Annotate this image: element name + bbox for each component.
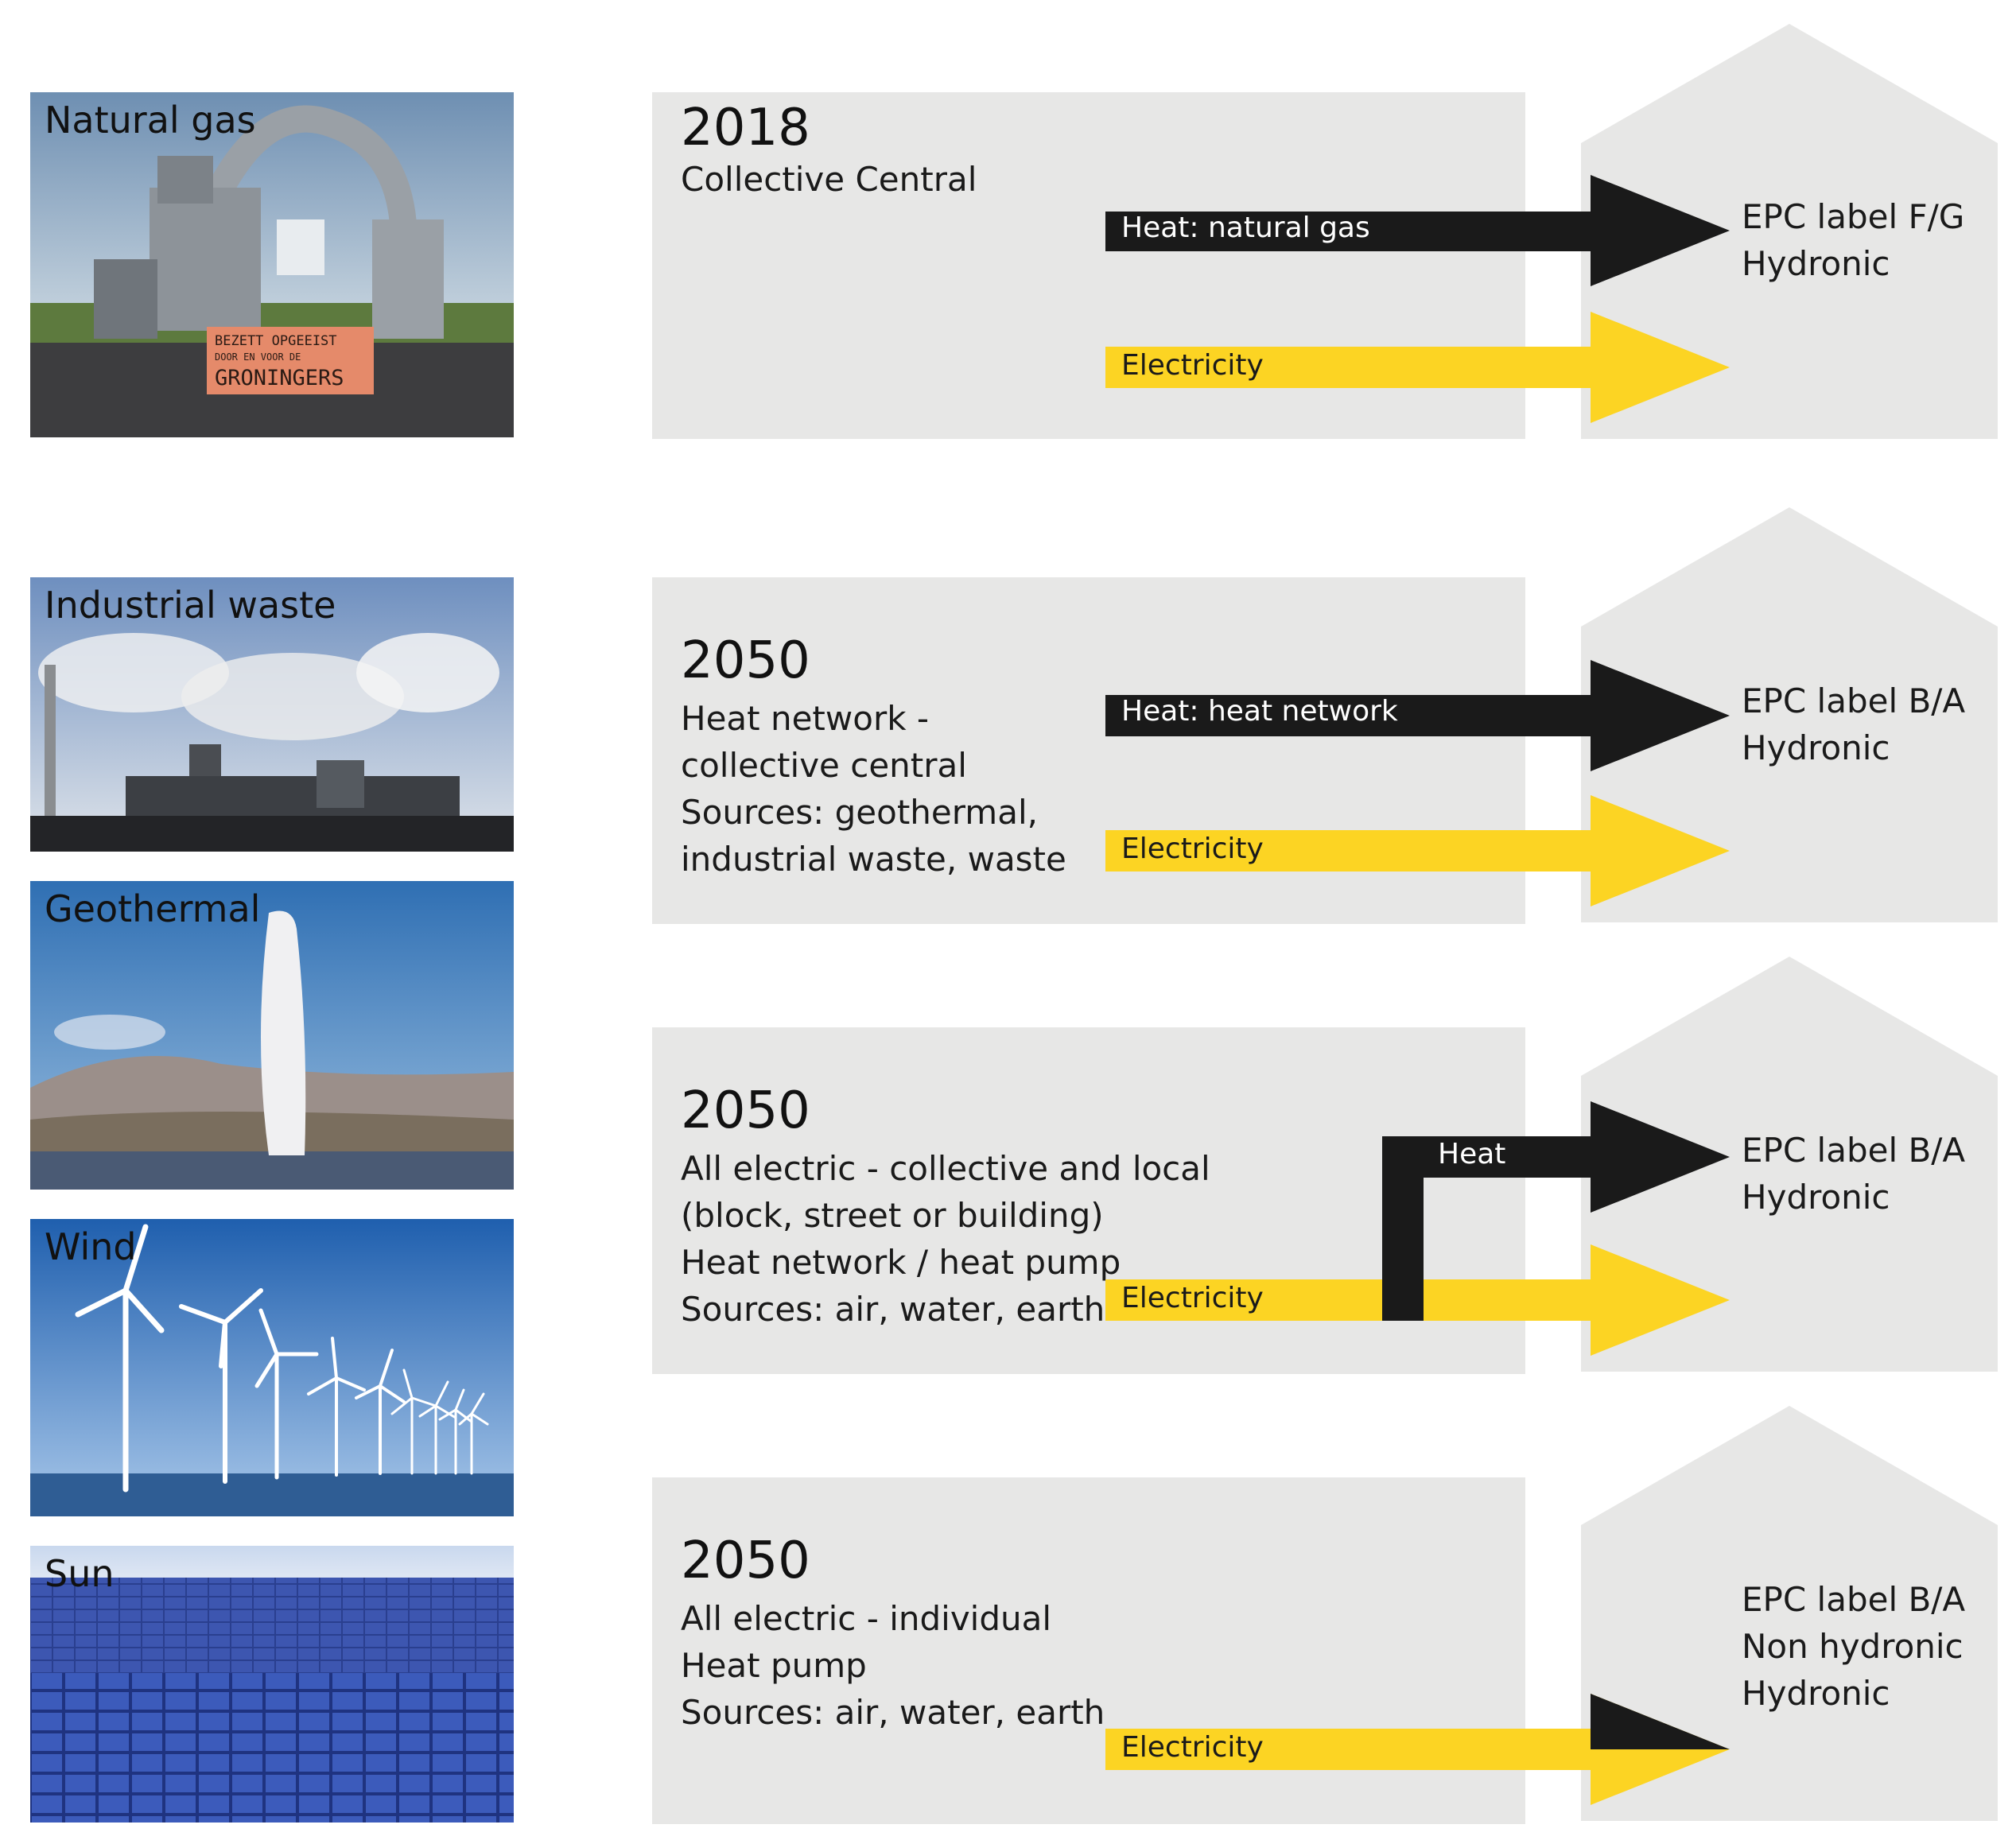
sign-line-2: DOOR EN VOOR DE bbox=[215, 351, 301, 363]
scenario-year: 2050 bbox=[681, 1531, 810, 1590]
solar-panels-image bbox=[30, 1546, 514, 1823]
heat-arrow-natural-gas bbox=[1105, 175, 1730, 286]
wind-turbines-image bbox=[30, 1219, 514, 1516]
heat-arrow-label: Heat: heat network bbox=[1121, 695, 1398, 728]
sun-photo: Sun bbox=[30, 1546, 514, 1823]
scenario-panel-2050-all-electric-collective: 2050 All electric - collective and local… bbox=[652, 1027, 1525, 1374]
epc-label-text: EPC label B/A Hydronic bbox=[1742, 681, 1966, 767]
electricity-arrow-label: Electricity bbox=[1121, 833, 1264, 865]
electricity-arrow bbox=[1105, 1694, 1730, 1805]
scenario-year: 2050 bbox=[681, 631, 810, 690]
epc-label-text: EPC label B/A Non hydronic Hydronic bbox=[1742, 1580, 1966, 1713]
scenario-description: Collective Central bbox=[681, 160, 977, 199]
wind-photo: Wind bbox=[30, 1219, 514, 1516]
scenario-year: 2050 bbox=[681, 1081, 810, 1140]
electricity-arrow-label: Electricity bbox=[1121, 1731, 1264, 1764]
heat-arrow-label: Heat bbox=[1438, 1138, 1506, 1170]
epc-label-text: EPC label F/G Hydronic bbox=[1742, 197, 1965, 283]
electricity-arrow bbox=[1105, 312, 1730, 423]
electricity-arrow bbox=[1105, 795, 1730, 906]
heat-arrow-heat-pump bbox=[1382, 1101, 1730, 1321]
source-label-sun: Sun bbox=[45, 1552, 115, 1595]
heat-arrow-label: Heat: natural gas bbox=[1121, 212, 1370, 244]
house-shape-3 bbox=[1581, 957, 1998, 1372]
gas-installation-image: BEZETT OPGEEIST DOOR EN VOOR DE GRONINGE… bbox=[30, 92, 514, 437]
scenario-description: All electric - collective and local (blo… bbox=[681, 1149, 1210, 1329]
geothermal-photo: Geothermal bbox=[30, 881, 514, 1190]
natural-gas-photo: BEZETT OPGEEIST DOOR EN VOOR DE GRONINGE… bbox=[30, 92, 514, 437]
electricity-arrow-label: Electricity bbox=[1121, 349, 1264, 382]
source-label-wind: Wind bbox=[45, 1225, 137, 1268]
source-label-industrial-waste: Industrial waste bbox=[45, 584, 336, 627]
geyser-image bbox=[30, 881, 514, 1190]
protest-sign bbox=[207, 327, 374, 394]
scenario-description: Heat network - collective central Source… bbox=[681, 699, 1066, 879]
scenario-description: All electric - individual Heat pump Sour… bbox=[681, 1599, 1105, 1732]
sign-line-3: GRONINGERS bbox=[215, 366, 344, 390]
sign-line-1: BEZETT OPGEEIST bbox=[215, 333, 337, 349]
factory-image bbox=[30, 577, 514, 852]
epc-label-text: EPC label B/A Hydronic bbox=[1742, 1131, 1966, 1217]
house-shape-1 bbox=[1581, 24, 1998, 439]
house-shape-4 bbox=[1581, 1406, 1998, 1821]
heat-arrow-heat-network bbox=[1105, 660, 1730, 771]
source-label-geothermal: Geothermal bbox=[45, 887, 261, 930]
scenario-year: 2018 bbox=[681, 99, 810, 157]
house-shape-2 bbox=[1581, 507, 1998, 922]
industrial-waste-photo: Industrial waste bbox=[30, 577, 514, 852]
source-label-natural-gas: Natural gas bbox=[45, 99, 256, 142]
electricity-arrow-label: Electricity bbox=[1121, 1282, 1264, 1314]
